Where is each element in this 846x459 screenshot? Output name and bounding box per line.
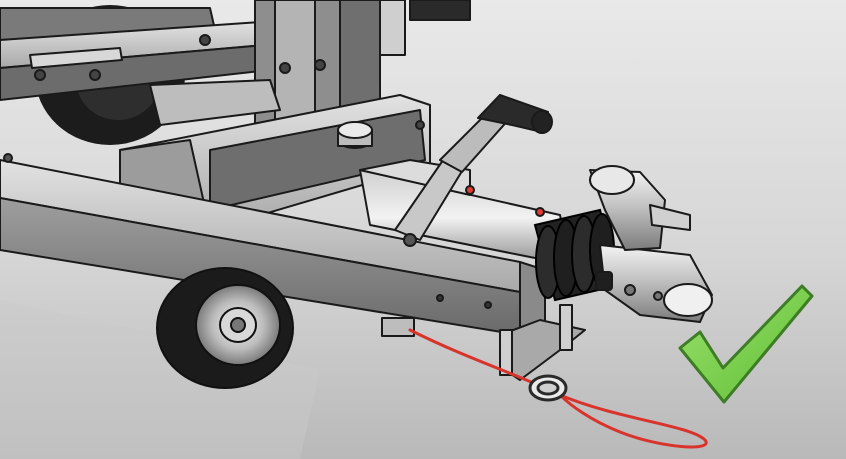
jockey-wheel — [156, 267, 294, 389]
coupling-head — [589, 165, 713, 323]
overrun-coupling — [359, 94, 571, 266]
checkmark-icon — [678, 284, 814, 404]
cross-bracket — [118, 94, 431, 242]
ground-shadow — [0, 300, 320, 459]
cable-shackle — [528, 374, 568, 402]
